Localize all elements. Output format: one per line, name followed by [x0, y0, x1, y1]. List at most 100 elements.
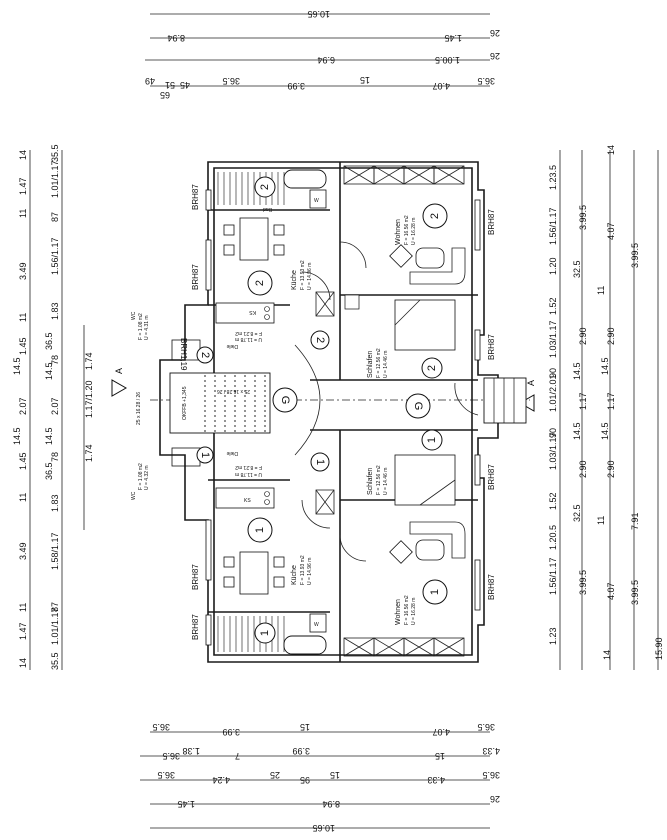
dim-text: 15.90: [654, 637, 664, 660]
dim-text: 14: [602, 650, 612, 660]
window-label: BRH87: [487, 209, 496, 235]
bottom-dim-row5: 10.65: [150, 823, 490, 833]
dim-text: 1.52: [548, 492, 558, 510]
dim-text: 26: [490, 51, 500, 61]
svg-text:U = 14.96 m: U = 14.96 m: [307, 263, 313, 290]
svg-text:OKFFB +1,345: OKFFB +1,345: [182, 386, 188, 420]
dim-text: 3.99: [222, 727, 240, 737]
svg-text:1: 1: [254, 527, 266, 533]
dim-text: 1.56/1.17: [50, 237, 60, 275]
dim-text: 87: [50, 602, 60, 612]
dim-text: 51: [165, 80, 175, 90]
bottom-dim-row2: 15 3.99 7 1.38 36.5 4.33: [140, 746, 500, 761]
unit-badge: [247, 517, 273, 543]
shaft-2: [315, 291, 335, 317]
door-swing: [454, 382, 479, 416]
dim-text: 3.49: [18, 262, 28, 280]
dim-text: 1.23.5: [548, 165, 558, 190]
dim-text: 32.5: [572, 504, 582, 522]
window-label: BRH87: [191, 264, 200, 290]
svg-text:1: 1: [314, 459, 326, 465]
dim-text: 1.17: [606, 392, 616, 410]
svg-text:F = 1.08 m2: F = 1.08 m2: [138, 313, 144, 340]
dim-text: 35.5: [50, 144, 60, 162]
svg-text:F = 1.08 m2: F = 1.08 m2: [138, 463, 144, 490]
dim-text: 78: [50, 452, 60, 462]
svg-text:Schlafen: Schlafen: [367, 351, 374, 378]
dim-text: 6.94: [317, 55, 335, 65]
dim-text: 49: [145, 76, 155, 86]
section-marker-right: A: [518, 380, 536, 412]
unit-1: 1 WC F = 1.08 m2 U = 4.32 m 1 Diele F = …: [131, 429, 466, 657]
svg-text:Wohnen: Wohnen: [395, 219, 402, 245]
armchair-icon: [389, 540, 413, 564]
svg-text:F = 16.56 m2: F = 16.56 m2: [404, 595, 410, 625]
sofa-icon: [409, 247, 466, 285]
svg-text:F = 12.56 m2: F = 12.56 m2: [376, 348, 382, 378]
svg-text:F = 13.93 m2: F = 13.93 m2: [300, 555, 306, 585]
kitchen-counter-icon: [215, 302, 275, 324]
room-schlafen-2: 2 Schlafen F = 12.56 m2 U = 14.46 m: [344, 294, 456, 379]
dim-text: 11: [596, 286, 606, 295]
svg-text:1: 1: [426, 437, 438, 443]
bottom-dim-row1: 4.07 15 3.99 36.5 36.5: [150, 722, 495, 737]
dim-text: 4.07: [432, 81, 450, 91]
dim-text: 1.45: [18, 452, 28, 470]
dim-text: 1.00.5: [435, 55, 460, 65]
svg-text:U = 14.46 m: U = 14.46 m: [383, 468, 389, 495]
shaft-1: [315, 489, 335, 515]
dining-table-icon: [239, 217, 269, 261]
dim-text: 14.5: [600, 422, 610, 440]
svg-text:U = 16.28 m: U = 16.28 m: [411, 218, 417, 245]
svg-text:U = 14.46 m: U = 14.46 m: [383, 351, 389, 378]
window-label: BRH87: [487, 334, 496, 360]
dim-text: 14: [18, 150, 28, 160]
window-label: BRH87: [191, 184, 200, 210]
dim-text: 36.5: [152, 722, 170, 732]
dim-text: 7.91: [630, 512, 640, 530]
top-dim-row2: 8.94 1.45 26: [150, 28, 500, 43]
window-label: BRH87: [487, 574, 496, 600]
dim-text: 1.83: [50, 302, 60, 320]
washer-icon: [309, 189, 327, 209]
dim-text: 1.01/1.17: [50, 607, 60, 645]
room-wc-1: 1 WC F = 1.08 m2 U = 4.32 m: [131, 446, 214, 500]
dim-text: 4.07: [606, 222, 616, 240]
dim-text: 3.99.5: [630, 243, 640, 268]
window-label-wc: BRH1,19: [179, 338, 188, 371]
bed-icon: [394, 454, 456, 506]
top-dimensions: 10.65 8.94 1.45 26 6.94 1.00.5 26 4.07 3…: [145, 9, 500, 100]
dim-text: 14: [18, 658, 28, 668]
dim-text: 1.01/1.17: [50, 160, 60, 198]
dim-text: 1.20.5: [548, 525, 558, 550]
unit-badge: [247, 270, 273, 296]
door-swing: [339, 534, 367, 562]
svg-text:F = 13.93 m2: F = 13.93 m2: [300, 260, 306, 290]
unit-badge: [254, 176, 276, 198]
dining-table-icon: [239, 551, 269, 595]
room-wohnen-1: 1 Wohnen F = 16.56 m2 U = 16.28 m: [339, 521, 466, 657]
dim-text: 1.45: [444, 33, 462, 43]
svg-text:25 x 16.28 / 26: 25 x 16.28 / 26: [136, 392, 142, 425]
svg-text:2: 2: [314, 337, 326, 343]
dim-text: 14.5: [572, 362, 582, 380]
svg-text:Küche: Küche: [291, 270, 298, 290]
dim-text: 87: [50, 212, 60, 222]
dim-text: 10.65: [307, 9, 330, 19]
dim-text: 1.47: [18, 622, 28, 640]
dim-text: 11: [596, 516, 606, 525]
dim-text: 4.33: [482, 746, 500, 756]
dim-text: 1.83: [50, 494, 60, 512]
svg-text:F = 8.21 m2: F = 8.21 m2: [235, 330, 262, 336]
bathtub-icon: [283, 169, 327, 189]
svg-text:A: A: [526, 380, 536, 386]
unit-badge: [196, 346, 214, 364]
svg-text:U = 16.28 m: U = 16.28 m: [411, 598, 417, 625]
unit-badge: [310, 330, 330, 350]
windows: BRH87 BRH87 BRH87 BRH87 BRH87 BRH87 BRH8…: [179, 184, 496, 646]
dim-text: 1.23: [548, 627, 558, 645]
unit-2: W 2 Bad 2 Küche F = 13.93 m2 U = 14.96 m…: [131, 165, 466, 379]
armchair-icon: [389, 244, 413, 268]
svg-text:1: 1: [429, 589, 441, 595]
svg-text:U = 14.96 m: U = 14.96 m: [307, 558, 313, 585]
